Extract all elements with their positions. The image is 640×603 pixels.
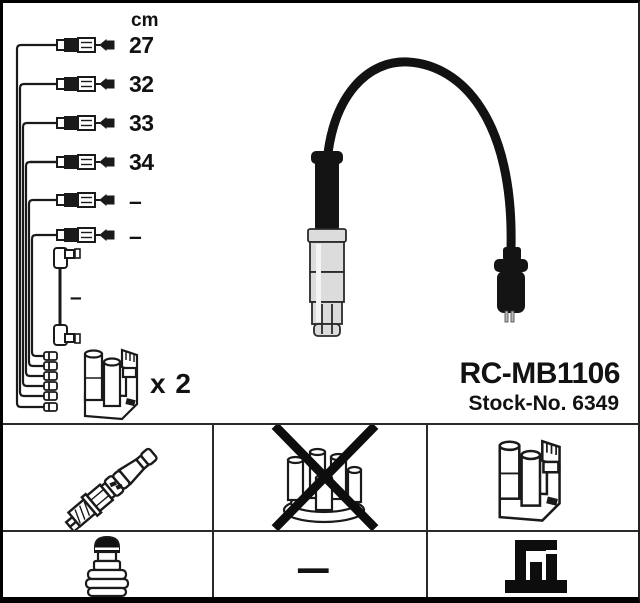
cable-length: – <box>129 223 142 249</box>
product-model: RC-MB1106 <box>459 357 620 390</box>
ignition-coil-icon <box>83 348 139 421</box>
cable-wires <box>15 43 57 409</box>
cable-wire <box>322 57 516 253</box>
cable-length: 32 <box>129 71 154 97</box>
terminal-nut-icon <box>84 535 130 598</box>
cable-set-ladder-diagram <box>15 37 528 421</box>
metal-plug-connector <box>307 228 347 337</box>
cable-length: 33 <box>129 110 154 136</box>
distributor-boot <box>494 247 528 323</box>
table-col-divider <box>212 423 214 603</box>
distributor-cap-crossed-icon <box>271 424 379 530</box>
short-elbow-cable <box>53 247 81 346</box>
cable-length: – <box>129 188 142 214</box>
cable-length: – <box>70 286 82 309</box>
table-dash-value: – <box>296 541 331 593</box>
cable-length: 34 <box>129 149 154 175</box>
cross-out-x <box>271 424 379 530</box>
stock-number: Stock-No. 6349 <box>468 392 619 415</box>
table-col-divider <box>426 423 428 603</box>
unit-header: cm <box>131 10 159 31</box>
cable-connectors <box>56 37 115 243</box>
table-row-divider <box>0 530 640 532</box>
spark-plug-icon <box>64 447 158 530</box>
table-top-line <box>0 423 640 425</box>
coil-terminals <box>43 351 58 412</box>
ignition-cable-photo <box>307 57 528 337</box>
ignition-coil-icon <box>498 439 561 522</box>
cable-length: 27 <box>129 32 154 58</box>
coil-terminal-icon <box>505 540 567 593</box>
coil-quantity-label: x 2 <box>150 368 192 399</box>
